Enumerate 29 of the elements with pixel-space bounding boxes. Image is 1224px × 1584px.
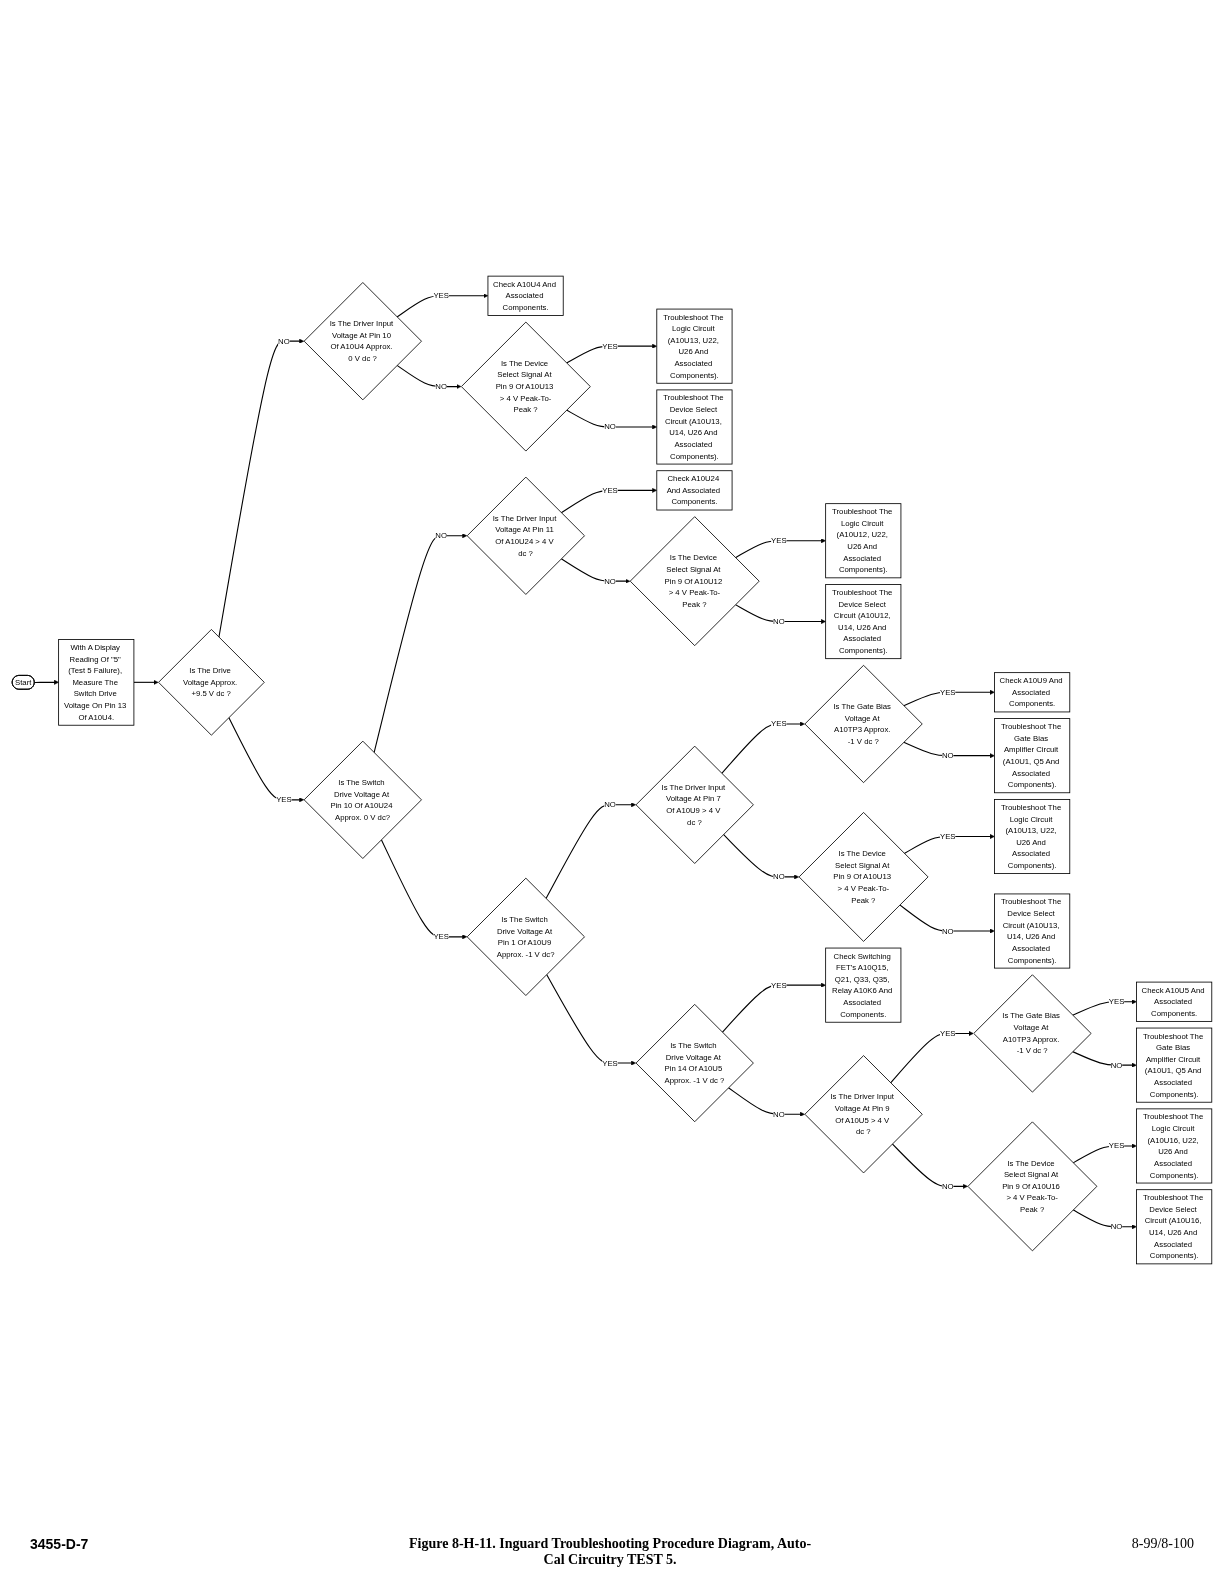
arrow: [722, 833, 799, 880]
arrow: [903, 741, 995, 759]
arrow: [566, 343, 657, 364]
page-number: 8-99/8-100: [1131, 1536, 1194, 1552]
arrow: [903, 834, 995, 854]
arrow: [396, 293, 489, 318]
arrow: [380, 839, 468, 940]
arrow: [545, 802, 636, 900]
arrow: [566, 409, 657, 430]
figure-caption: Figure 8-H-11. Inguard Troubleshooting Procedure Diagram, Auto-Cal Circuitry TEST 5.: [408, 1536, 813, 1568]
figure-code: 3455-D-7: [30, 1536, 89, 1552]
arrow: [721, 721, 805, 775]
arrow: [228, 716, 305, 803]
arrow: [891, 1143, 968, 1189]
arrow: [721, 982, 826, 1033]
arrow: [1072, 1209, 1137, 1230]
arrow: [560, 487, 657, 514]
arrow: [560, 558, 631, 584]
arrow: [734, 604, 826, 624]
arrow: [727, 1087, 805, 1117]
arrow: [1072, 1051, 1137, 1068]
arrow: [546, 973, 636, 1066]
arrow: [890, 1031, 974, 1084]
arrow: [899, 904, 995, 934]
arrow: [133, 679, 159, 685]
arrow: [218, 338, 305, 638]
arrow: [373, 533, 468, 754]
arrow: [396, 364, 462, 389]
arrow: [33, 679, 59, 685]
